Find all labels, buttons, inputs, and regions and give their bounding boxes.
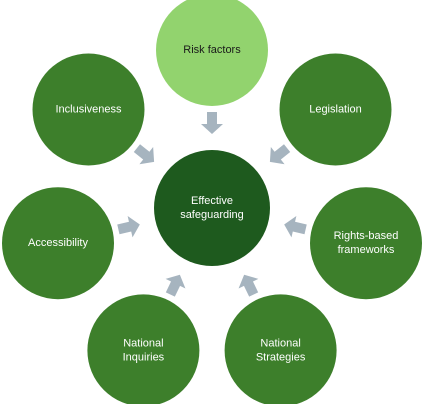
node-circle-risk-factors [156, 0, 268, 106]
node-label-line-national-strategies-0: National [260, 337, 300, 349]
arrow-inclusiveness [133, 144, 155, 165]
arrow-accessibility [117, 215, 140, 238]
node-label-line-rights-based-frameworks-1: frameworks [338, 244, 395, 256]
node-label-line-accessibility-0: Accessibility [28, 237, 88, 249]
node-circle-national-strategies [224, 294, 337, 404]
node-circle-rights-based-frameworks [310, 187, 422, 300]
node-label-line-risk-factors-0: Risk factors [183, 44, 241, 56]
node-label-risk-factors: Risk factors [183, 44, 241, 56]
node-circle-national-inquiries [87, 294, 200, 404]
center-label-line-0: Effective [191, 195, 233, 207]
node-label-line-rights-based-frameworks-0: Rights-based [334, 230, 399, 242]
arrow-national-inquiries [165, 274, 186, 297]
node-label-line-inclusiveness-0: Inclusiveness [55, 103, 122, 115]
node-accessibility: Accessibility [2, 187, 114, 300]
node-label-line-national-inquiries-0: National [123, 337, 163, 349]
arrow-risk-factors [201, 112, 223, 134]
center-label: Effective safeguarding [180, 195, 244, 221]
arrow-rights-based-frameworks [284, 215, 307, 238]
node-circle-inclusiveness [32, 53, 145, 166]
node-label-accessibility: Accessibility [28, 237, 88, 249]
arrows-layer [117, 112, 307, 297]
node-label-line-national-inquiries-1: Inquiries [123, 351, 165, 363]
arrow-national-strategies [238, 274, 259, 297]
node-inclusiveness: Inclusiveness [32, 53, 145, 166]
center-node: Effective safeguarding [154, 150, 270, 266]
node-circle-accessibility [2, 187, 114, 300]
node-label-rights-based-frameworks: Rights-based frameworks [334, 230, 399, 256]
center-circle [154, 150, 270, 266]
node-circle-legislation [279, 53, 392, 166]
node-label-legislation: Legislation [309, 103, 362, 115]
center-label-line-1: safeguarding [180, 209, 244, 221]
node-label-inclusiveness: Inclusiveness [55, 103, 122, 115]
arrow-legislation [269, 144, 291, 165]
node-label-line-legislation-0: Legislation [309, 103, 362, 115]
node-risk-factors: Risk factors [156, 0, 268, 106]
node-legislation: Legislation [279, 53, 392, 166]
node-rights-based-frameworks: Rights-based frameworks [310, 187, 422, 300]
node-label-line-national-strategies-1: Strategies [256, 351, 306, 363]
